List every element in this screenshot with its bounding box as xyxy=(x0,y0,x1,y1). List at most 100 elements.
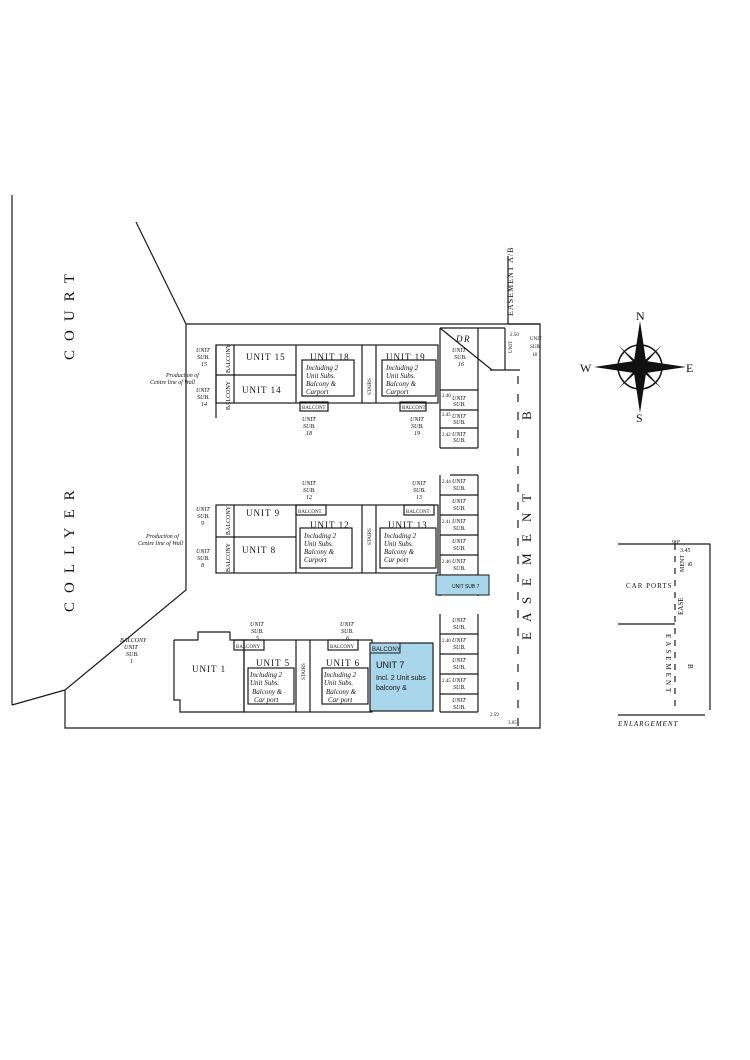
sub9-b: SUB. xyxy=(453,546,466,552)
label-balcont-top-a: BALCONT xyxy=(302,406,326,411)
enlargement-easement: EASEMENT xyxy=(664,634,672,695)
label-stairs-mid: STAIRS xyxy=(368,528,373,545)
sub16-a: UNIT xyxy=(452,348,466,354)
compass-w: W xyxy=(580,361,592,375)
label-sub6-c: 6 xyxy=(346,636,349,642)
desc-13-l3: Balcony & xyxy=(384,548,415,556)
easement-b-label: E A S E M E N T B xyxy=(519,411,534,640)
label-production-mid: Production of xyxy=(145,533,180,540)
label-balcont-mid-b: BALCONT xyxy=(406,510,430,515)
label-unit-1: UNIT 1 xyxy=(192,664,226,674)
label-balcony-top-a: BALCONY xyxy=(226,343,232,373)
label-sub12-b: SUB. xyxy=(303,488,316,494)
dim-f: 2.46 xyxy=(442,560,451,565)
label-sub14-mid: SUB. xyxy=(197,395,210,401)
compass-n: N xyxy=(636,309,645,323)
sub18-c: 18 xyxy=(532,353,538,358)
dim-d: 2.44 xyxy=(442,480,451,485)
desc-5-l2: Unit Subs. xyxy=(250,679,279,687)
sub4-b: SUB. xyxy=(453,665,466,671)
desc-5-l4: Car port xyxy=(254,696,279,704)
building-mid xyxy=(215,504,439,574)
sub9-a: UNIT xyxy=(452,539,466,545)
desc-5-l1: Including 2 xyxy=(249,671,283,679)
label-sub14-num: 14 xyxy=(201,401,207,408)
unit-7-line2: balcony & xyxy=(376,685,407,692)
compass-e: E xyxy=(686,361,693,375)
unit-7-balcony-highlight xyxy=(369,642,401,654)
label-sub15-num: 15 xyxy=(201,362,207,368)
enlargement-angle: 90° xyxy=(672,539,681,546)
unit-sub-7: UNIT SUB 7 xyxy=(452,584,480,590)
drive-letter-d: D xyxy=(455,334,463,344)
label-unit-19: UNIT 19 xyxy=(386,352,426,362)
road-label-collyer: COLLYER xyxy=(62,481,78,612)
sub5-b: SUB. xyxy=(453,645,466,651)
desc-18-l3: Balcony & xyxy=(306,380,337,388)
label-balcony-mid-a: BALCONY xyxy=(226,505,232,535)
label-balcont-mid-a: BALCONT xyxy=(298,510,322,515)
sub2-a: UNIT xyxy=(452,698,466,704)
sub12-b: SUB. xyxy=(453,486,466,492)
desc-18-l2: Unit Subs. xyxy=(306,372,335,380)
label-sub15-mid: SUB. xyxy=(197,355,210,361)
enlargement-ment-b: B xyxy=(688,562,694,566)
label-unit-13: UNIT 13 xyxy=(388,520,428,530)
label-balcony-sub1-a: BALCONY xyxy=(120,638,147,644)
desc-12-l2: Unit Subs. xyxy=(304,540,333,548)
label-sub12-c: 12 xyxy=(306,495,312,501)
sub10-b: SUB. xyxy=(453,526,466,532)
sub16-b: SUB. xyxy=(454,355,467,361)
label-unit-15: UNIT 15 xyxy=(246,352,286,362)
sub11-b: SUB. xyxy=(453,506,466,512)
sub14-a: UNIT xyxy=(452,414,466,420)
label-production-top: Production of xyxy=(165,372,200,379)
dim-g: 2.40 xyxy=(442,639,451,644)
label-sub19-a: UNIT xyxy=(410,417,424,423)
dim-c: 2.42 xyxy=(442,433,451,438)
desc-18-l1: Including 2 xyxy=(305,364,339,372)
label-balcony-sub1-b: UNIT xyxy=(124,645,138,651)
label-sub18-c: 18 xyxy=(306,431,312,437)
label-sub6-a: UNIT xyxy=(340,622,354,628)
desc-6-l4: Car port xyxy=(328,696,353,704)
sub15-b: SUB. xyxy=(453,402,466,408)
svg-text:M: M xyxy=(519,553,534,565)
label-centreline-mid: Centre line of Wall xyxy=(138,540,183,547)
unit-7-balcony: BALCONY xyxy=(372,647,401,653)
label-unit-12: UNIT 12 xyxy=(310,520,350,530)
enlargement-dim: 3.45 xyxy=(680,548,691,554)
label-sub18-a: UNIT xyxy=(302,417,316,423)
label-unit-6: UNIT 6 xyxy=(326,658,360,668)
svg-text:E: E xyxy=(519,534,534,542)
enlargement-ease: EASE xyxy=(677,598,685,616)
label-balcony-sub1-d: 1 xyxy=(130,659,133,665)
label-balcony-mid-b: BALCONY xyxy=(226,542,232,572)
easement-ab-label: EASEMENT A/B xyxy=(506,247,515,316)
sub11-a: UNIT xyxy=(452,499,466,505)
sub16-c: 16 xyxy=(458,362,464,368)
road-edge-north xyxy=(135,221,187,325)
svg-text:E: E xyxy=(519,620,534,640)
label-balcony-sub1-c: SUB. xyxy=(126,652,139,658)
label-centreline-top: Centre line of Wall xyxy=(150,379,195,386)
desc-18-l4: Carport xyxy=(306,388,330,396)
label-balcont-top-b: BALCONT xyxy=(402,406,426,411)
sub6-a: UNIT xyxy=(452,618,466,624)
label-balcony-bot-a: BALCONY xyxy=(236,645,261,650)
label-sub13-b: SUB. xyxy=(413,488,426,494)
label-stairs-top: STAIRS xyxy=(368,378,373,395)
desc-13-l4: Car port xyxy=(384,556,409,564)
compass-s: S xyxy=(636,411,643,425)
desc-13-l2: Unit Subs. xyxy=(384,540,413,548)
unit-7-line1: Incl. 2 Unit subs xyxy=(376,675,426,682)
label-unit-5: UNIT 5 xyxy=(256,658,290,668)
svg-text:B: B xyxy=(519,411,534,420)
enlargement-title: ENLARGEMENT xyxy=(617,720,678,728)
label-sub5-c: 5 xyxy=(256,636,259,642)
label-unit-8: UNIT 8 xyxy=(242,545,276,555)
road-label-court: COURT xyxy=(62,265,78,360)
dim-k: 3.05 xyxy=(508,721,517,726)
label-sub6-b: SUB. xyxy=(341,629,354,635)
